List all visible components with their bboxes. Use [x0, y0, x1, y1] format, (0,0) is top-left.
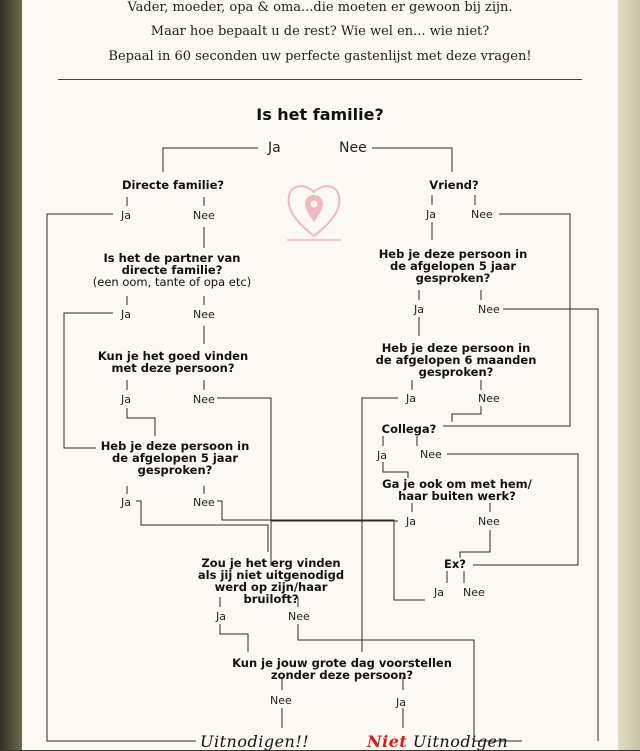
- answer-nee: Nee: [420, 448, 442, 461]
- question-collega: Collega?: [381, 422, 437, 436]
- answer-nee: Nee: [288, 610, 310, 623]
- answer-nee: Nee: [463, 586, 485, 599]
- answer-nee: Nee: [478, 515, 500, 528]
- answer-nee-familie: Nee: [339, 140, 367, 156]
- answer-nee: Nee: [270, 694, 292, 707]
- question-goed-vinden: Kun je het goed vinden met deze persoon?: [97, 349, 249, 375]
- answer-ja: Ja: [121, 209, 131, 222]
- intro-line-1: Vader, moeder, opa & oma...die moeten er…: [127, 0, 513, 15]
- answer-nee: Nee: [478, 392, 500, 405]
- answer-ja: Ja: [216, 610, 226, 623]
- outcome-niet-label: Niet: [367, 732, 408, 751]
- answer-ja: Ja: [377, 449, 387, 462]
- answer-ja: Ja: [406, 392, 416, 405]
- question-partner-directe-familie: Is het de partner van directe familie? (…: [92, 251, 252, 289]
- outcome-niet-uitnodigen-label: Uitnodigen: [412, 732, 509, 751]
- question-erg-vinden: Zou je het erg vinden als jij niet uitge…: [197, 556, 345, 606]
- answer-nee: Nee: [193, 308, 215, 321]
- answer-nee: Nee: [193, 496, 215, 509]
- divider: [58, 79, 582, 80]
- intro-line-3: Bepaal in 60 seconden uw perfecte gasten…: [108, 49, 532, 64]
- flowchart-title: Is het familie?: [256, 105, 384, 124]
- answer-nee: Nee: [471, 208, 493, 221]
- answer-ja-familie: Ja: [268, 140, 281, 156]
- answer-ja: Ja: [396, 696, 406, 709]
- intro-line-2: Maar hoe bepaalt u de rest? Wie wel en..…: [150, 24, 490, 39]
- outcome-uitnodigen: Uitnodigen!!: [200, 732, 310, 751]
- answer-ja: Ja: [406, 515, 416, 528]
- question-gesproken-5-jaar-right: Heb je deze persoon in de afgelopen 5 ja…: [378, 247, 528, 285]
- outcome-niet-uitnodigen: Niet Uitnodigen: [367, 732, 508, 751]
- answer-nee: Nee: [478, 303, 500, 316]
- answer-nee: Nee: [193, 209, 215, 222]
- question-directe-familie: Directe familie?: [121, 178, 225, 192]
- heart-location-icon: [287, 185, 341, 241]
- question-gesproken-6-maanden: Heb je deze persoon in de afgelopen 6 ma…: [375, 341, 537, 379]
- answer-ja: Ja: [121, 393, 131, 406]
- answer-ja: Ja: [121, 496, 131, 509]
- flowchart-card: [22, 0, 618, 750]
- question-gesproken-5-jaar-left: Heb je deze persoon in de afgelopen 5 ja…: [100, 439, 250, 477]
- answer-ja: Ja: [121, 308, 131, 321]
- question-vriend: Vriend?: [429, 178, 479, 192]
- answer-ja: Ja: [414, 303, 424, 316]
- question-voorstellen: Kun je jouw grote dag voorstellen zonder…: [232, 656, 452, 682]
- answer-ja: Ja: [426, 208, 436, 221]
- answer-ja: Ja: [434, 586, 444, 599]
- question-ex: Ex?: [444, 557, 466, 571]
- question-buiten-werk: Ga je ook om met hem/ haar buiten werk?: [382, 477, 532, 503]
- answer-nee: Nee: [193, 393, 215, 406]
